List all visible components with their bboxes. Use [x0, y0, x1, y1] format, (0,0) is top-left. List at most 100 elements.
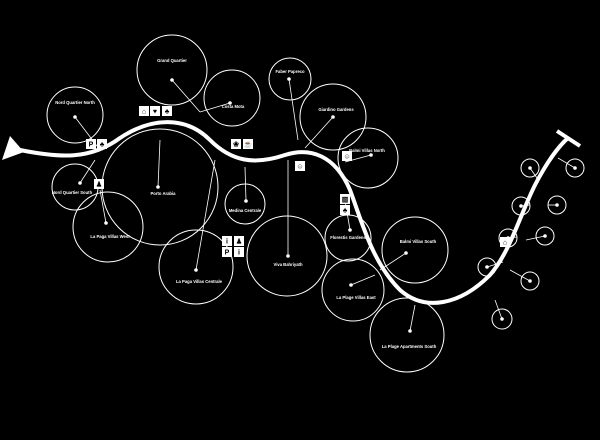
spa-icon: ❀	[231, 139, 241, 149]
villa-dot	[485, 265, 489, 269]
zone-label: Viva Bahriyath	[273, 262, 302, 267]
zone-porto-arabia[interactable]: Porto Arabia	[101, 128, 219, 246]
zone-la-plage-villas-east[interactable]: La Plage Villas East	[321, 258, 385, 322]
villa-dot	[519, 204, 523, 208]
villa-circle	[520, 271, 540, 291]
main-road	[19, 120, 570, 305]
villa-circle	[547, 195, 567, 215]
tree-icon: ♣	[97, 139, 107, 149]
zone-medina-centrale[interactable]: Medina Centrale	[224, 166, 266, 225]
zone-dot	[104, 221, 108, 225]
svg-text:♣: ♣	[165, 109, 170, 116]
villa-plot[interactable]	[557, 157, 585, 178]
zone-balmi-villas-south[interactable]: Balmi Villas South	[379, 216, 449, 284]
zone-circle	[224, 183, 266, 225]
zone-nord-quartier-south[interactable]: Nord Quartier South	[51, 159, 99, 211]
svg-text:♥: ♥	[153, 109, 157, 116]
zone-dot	[73, 115, 77, 119]
villa-connector	[557, 157, 576, 169]
zone-label: La Plage Apartments South	[382, 344, 437, 349]
zone-dot	[369, 153, 373, 157]
zone-label: La Paga Villas Centrale	[176, 279, 223, 284]
zone-la-paga-villas-centrale[interactable]: La Paga Villas Centrale	[158, 159, 234, 305]
tree-icon: ♣	[340, 205, 350, 215]
zone-connector	[99, 189, 107, 224]
zone-label: Faber Papreco	[275, 69, 305, 74]
home-icon: ⌂	[139, 106, 149, 116]
zone-la-plage-apartments-south[interactable]: La Plage Apartments South	[369, 297, 445, 373]
villa-plot[interactable]	[477, 257, 504, 277]
zone-costa-mota[interactable]: Costa Mota	[199, 69, 261, 127]
villa-plot[interactable]	[509, 269, 540, 291]
villa-connector	[525, 235, 546, 241]
zone-grand-quartier[interactable]: Grand Quartier	[136, 34, 208, 113]
zone-connector	[199, 102, 231, 113]
child-icon: ☺	[342, 151, 352, 161]
zone-connector	[195, 159, 216, 271]
villa-dot	[528, 166, 532, 170]
zone-circle	[337, 127, 399, 189]
svg-text:P: P	[225, 250, 230, 257]
trash-icon: ▥	[340, 194, 350, 204]
zone-connector	[304, 116, 334, 149]
zone-dot	[156, 185, 160, 189]
villa-circle	[535, 226, 555, 246]
zone-circle	[299, 83, 367, 151]
zone-circle	[158, 229, 234, 305]
svg-text:♟: ♟	[96, 181, 102, 189]
villa-dot	[500, 317, 504, 321]
zone-connector	[350, 274, 376, 286]
zone-circle	[51, 163, 99, 211]
svg-text:P: P	[89, 142, 94, 149]
zone-label: Giardino Gardens	[318, 107, 354, 112]
zone-connector	[244, 166, 247, 202]
villa-circle	[520, 158, 540, 178]
zone-label: Grand Quartier	[157, 58, 187, 63]
villa-connector	[509, 269, 531, 282]
villa-plot[interactable]	[511, 196, 531, 216]
villa-plot[interactable]	[547, 195, 567, 215]
child-icon: ☺	[295, 161, 305, 171]
villa-dot	[543, 234, 547, 238]
zone-dot	[78, 181, 82, 185]
road-end-bar	[555, 129, 582, 148]
zone-dot	[408, 329, 412, 333]
svg-text:☕: ☕	[244, 140, 253, 149]
zone-dot	[404, 251, 408, 255]
zone-connector	[288, 78, 299, 141]
person-icon: ♟	[234, 236, 244, 246]
svg-text:♟: ♟	[236, 238, 242, 246]
cafe-icon: ☕	[243, 139, 253, 149]
villa-plot[interactable]	[491, 299, 513, 330]
tree-icon: ♣	[162, 106, 172, 116]
zone-circle	[369, 297, 445, 373]
zone-dot	[170, 78, 174, 82]
info-icon: i	[222, 236, 232, 246]
villa-circle	[565, 158, 585, 178]
home-icon: ⌂	[500, 237, 510, 247]
heart-icon: ♥	[150, 106, 160, 116]
zone-circle	[268, 57, 312, 101]
zone-dot	[348, 228, 352, 232]
villa-plot[interactable]	[520, 158, 540, 179]
zone-connector	[409, 304, 416, 332]
zone-faber-papreco[interactable]: Faber Papreco	[268, 57, 312, 141]
svg-text:❀: ❀	[233, 141, 239, 149]
villa-circle	[477, 257, 497, 277]
zone-label: La Paga Villas West	[90, 234, 130, 239]
svg-text:⌂: ⌂	[142, 109, 146, 116]
svg-text:⌂: ⌂	[503, 240, 507, 247]
zone-circle	[46, 86, 104, 144]
villa-dot	[528, 279, 532, 283]
person-icon: ♟	[94, 179, 104, 189]
svg-text:♣: ♣	[343, 208, 348, 215]
zone-giardino-gardens[interactable]: Giardino Gardens	[299, 83, 367, 151]
villa-plot[interactable]	[525, 226, 555, 246]
road-start-arrow	[2, 136, 24, 160]
zone-la-paga-villas-west[interactable]: La Paga Villas West	[72, 189, 144, 263]
zone-circle	[136, 34, 208, 106]
zone-circle	[72, 191, 144, 263]
zone-viva-bahriyath[interactable]: Viva Bahriyath	[246, 160, 328, 297]
zone-label: Balmi Villas North	[349, 148, 385, 153]
svg-text:☺: ☺	[343, 154, 350, 161]
